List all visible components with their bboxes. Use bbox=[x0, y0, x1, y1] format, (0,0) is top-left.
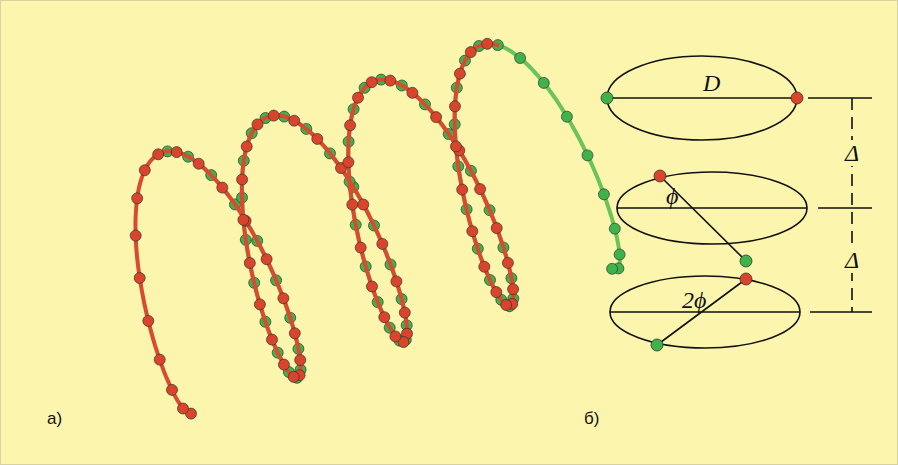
bead bbox=[295, 355, 306, 366]
bead bbox=[143, 315, 154, 326]
bead bbox=[254, 299, 265, 310]
bead bbox=[607, 263, 618, 274]
bead bbox=[244, 258, 255, 269]
bead bbox=[217, 182, 228, 193]
bead bbox=[130, 230, 141, 241]
bead bbox=[454, 68, 465, 79]
bead bbox=[358, 199, 369, 210]
bead bbox=[289, 115, 300, 126]
bead bbox=[367, 281, 378, 292]
green-bead bbox=[601, 92, 613, 104]
bead bbox=[377, 238, 388, 249]
ellipse bbox=[617, 172, 807, 244]
bead bbox=[153, 149, 164, 160]
bead bbox=[598, 189, 609, 200]
bead bbox=[501, 300, 512, 311]
axis-line bbox=[617, 207, 807, 209]
bead bbox=[467, 226, 478, 237]
bead bbox=[288, 371, 299, 382]
bead bbox=[193, 158, 204, 169]
bead bbox=[399, 307, 410, 318]
bead bbox=[475, 184, 486, 195]
bead bbox=[407, 87, 418, 98]
bead bbox=[482, 38, 493, 49]
bead bbox=[353, 92, 364, 103]
bead bbox=[391, 276, 402, 287]
bead bbox=[268, 110, 279, 121]
red-bead bbox=[654, 170, 666, 182]
dimension-symbol: D bbox=[703, 71, 720, 95]
panel-label: б) bbox=[584, 410, 599, 427]
dimension-symbol: Δ bbox=[843, 140, 861, 166]
bead bbox=[508, 284, 519, 295]
angle-symbol: ϕ bbox=[666, 184, 678, 208]
bead bbox=[132, 193, 143, 204]
ellipse bbox=[610, 276, 800, 348]
bead bbox=[479, 261, 490, 272]
bead bbox=[134, 273, 145, 284]
bead bbox=[491, 287, 502, 298]
bead bbox=[502, 257, 513, 268]
diameter-line bbox=[660, 176, 746, 261]
bead bbox=[345, 120, 356, 131]
bead bbox=[457, 184, 468, 195]
bead bbox=[289, 328, 300, 339]
dimension-line bbox=[851, 98, 853, 312]
bead bbox=[431, 112, 442, 123]
bead bbox=[347, 199, 358, 210]
bead bbox=[278, 293, 289, 304]
bead bbox=[614, 249, 625, 260]
double-helix bbox=[130, 38, 625, 419]
green-bead bbox=[740, 255, 752, 267]
ellipse-diagram bbox=[607, 56, 872, 348]
red-bead bbox=[791, 92, 803, 104]
diameter-line bbox=[657, 279, 746, 345]
bead bbox=[278, 359, 289, 370]
bead bbox=[609, 223, 620, 234]
bead bbox=[561, 111, 572, 122]
bead bbox=[178, 403, 189, 414]
bead bbox=[238, 214, 249, 225]
bead bbox=[390, 331, 401, 342]
red-bead bbox=[740, 273, 752, 285]
bead bbox=[241, 141, 252, 152]
bead bbox=[171, 147, 182, 158]
bead bbox=[379, 312, 390, 323]
ellipse bbox=[607, 56, 797, 140]
green-bead bbox=[651, 339, 663, 351]
bead bbox=[154, 354, 165, 365]
bead bbox=[252, 119, 263, 130]
dimension-tick bbox=[808, 97, 872, 99]
bead bbox=[450, 101, 461, 112]
bead bbox=[267, 334, 278, 345]
bead bbox=[465, 47, 476, 58]
bead bbox=[366, 77, 377, 88]
bead bbox=[491, 223, 502, 234]
bead bbox=[237, 174, 248, 185]
bead bbox=[451, 141, 462, 152]
bead bbox=[515, 53, 526, 64]
diameter-beads bbox=[601, 92, 803, 351]
diameter-line bbox=[607, 97, 797, 99]
bead bbox=[385, 75, 396, 86]
bead bbox=[261, 254, 272, 265]
bead bbox=[355, 242, 366, 253]
dimension-tick bbox=[818, 207, 872, 209]
bead bbox=[167, 384, 178, 395]
dimension-tick bbox=[810, 311, 872, 313]
helix-strand bbox=[136, 44, 514, 414]
bead bbox=[582, 150, 593, 161]
bead bbox=[312, 133, 323, 144]
panel-label: а) bbox=[47, 410, 62, 427]
dimension-symbol: Δ bbox=[843, 247, 861, 273]
bead bbox=[343, 157, 354, 168]
bead bbox=[538, 77, 549, 88]
bead bbox=[139, 165, 150, 176]
angle-symbol: 2ϕ bbox=[682, 288, 706, 312]
